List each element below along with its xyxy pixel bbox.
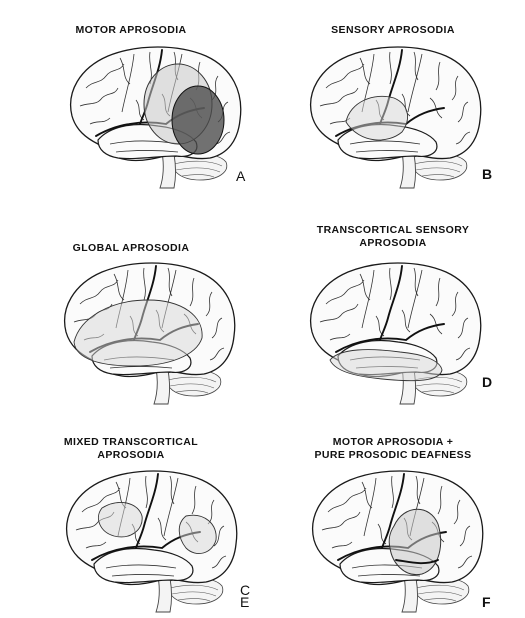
- brain-diagram: [46, 464, 246, 614]
- panel-letter: B: [482, 166, 492, 182]
- lesion-area: [172, 86, 224, 154]
- panel-title-line: MOTOR APROSODIA +: [262, 436, 524, 449]
- panel-a: MOTOR APROSODIA A: [0, 0, 262, 206]
- panel-title: TRANSCORTICAL SENSORY APROSODIA: [262, 224, 524, 250]
- panel-title-line: TRANSCORTICAL SENSORY: [262, 224, 524, 237]
- panel-f: MOTOR APROSODIA + PURE PROSODIC DEAFNESS…: [262, 412, 524, 618]
- panel-title: MOTOR APROSODIA + PURE PROSODIC DEAFNESS: [262, 436, 524, 462]
- panel-title: GLOBAL APROSODIA: [0, 242, 262, 255]
- panel-title-line: MIXED TRANSCORTICAL: [0, 436, 262, 449]
- panel-letter: F: [482, 594, 491, 610]
- brain-diagram: [292, 464, 492, 614]
- brain-diagram: [290, 40, 490, 190]
- panel-title: MIXED TRANSCORTICAL APROSODIA: [0, 436, 262, 462]
- lesion-area: [98, 502, 142, 536]
- panel-title-line: APROSODIA: [262, 237, 524, 250]
- panel-letter: A: [236, 168, 245, 184]
- brain-diagram: [290, 256, 490, 406]
- panel-title: SENSORY APROSODIA: [262, 24, 524, 37]
- panel-e: MIXED TRANSCORTICAL APROSODIA E: [0, 412, 262, 618]
- brain-diagram: [44, 256, 244, 406]
- panel-letter: D: [482, 374, 492, 390]
- panel-c: GLOBAL APROSODIA C: [0, 206, 262, 412]
- panel-title-line: APROSODIA: [0, 449, 262, 462]
- panel-title-line: SENSORY APROSODIA: [262, 24, 524, 37]
- panel-title-line: PURE PROSODIC DEAFNESS: [262, 449, 524, 462]
- panel-title: MOTOR APROSODIA: [0, 24, 262, 37]
- brain-diagram: [50, 40, 250, 190]
- panel-title-line: MOTOR APROSODIA: [0, 24, 262, 37]
- panel-letter: E: [240, 594, 249, 610]
- panel-d: TRANSCORTICAL SENSORY APROSODIA D: [262, 206, 524, 412]
- panel-b: SENSORY APROSODIA B: [262, 0, 524, 206]
- panel-title-line: GLOBAL APROSODIA: [0, 242, 262, 255]
